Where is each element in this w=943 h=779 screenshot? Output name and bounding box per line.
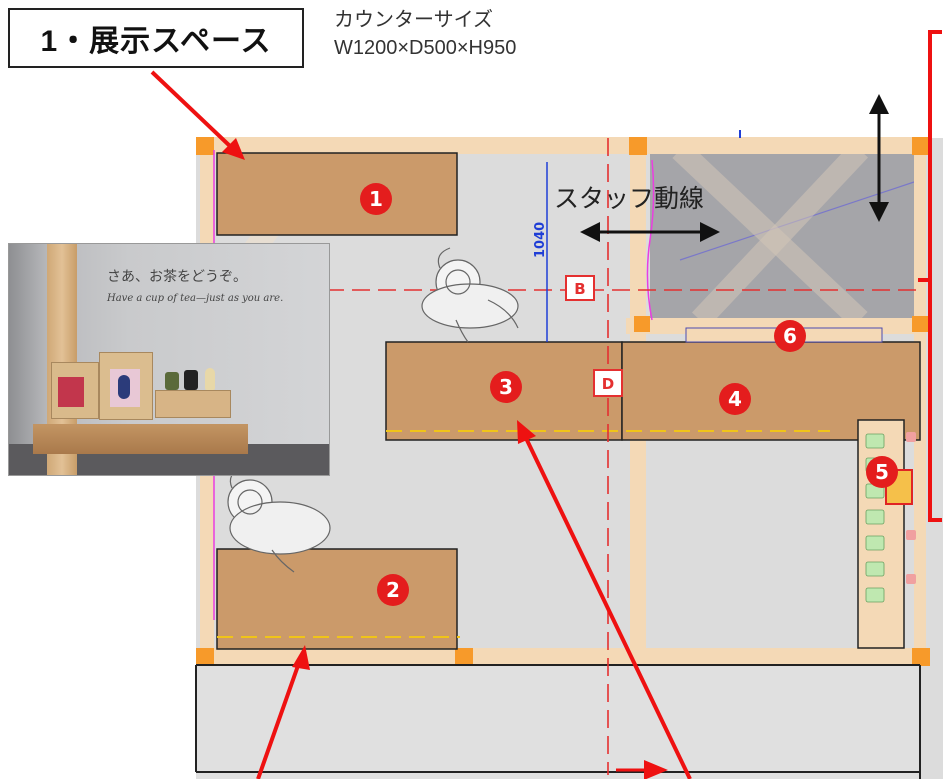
staff-flow-label: スタッフ動線	[554, 184, 704, 213]
svg-text:3: 3	[499, 375, 513, 399]
marker-1: 1	[360, 183, 392, 215]
shelf-dots	[906, 432, 916, 584]
staff-flow-arrow	[580, 222, 720, 242]
plan-lower-area	[196, 655, 921, 779]
photo-wall-text: さあ、お茶をどうぞ。 Have a cup of tea—just as you…	[107, 266, 283, 310]
marker-2: 2	[377, 574, 409, 606]
shelf-5	[857, 419, 905, 649]
beam-top	[196, 137, 924, 154]
red-arrows	[150, 70, 692, 779]
marker-4: 4	[719, 383, 751, 415]
counter-size-dimensions: W1200×D500×H950	[334, 37, 517, 59]
post-pads	[196, 137, 930, 666]
tag-b-box	[565, 275, 595, 301]
photo-tea-can-2	[184, 370, 198, 390]
edge-line-center	[646, 159, 655, 321]
marker-5: 5	[866, 456, 898, 488]
counter-1	[216, 152, 458, 236]
brace-3	[691, 142, 869, 328]
marker-6: 6	[774, 320, 806, 352]
tag-d: D	[602, 375, 614, 393]
photo-wall-text-jp: さあ、お茶をどうぞ。	[107, 269, 247, 285]
reference-photo: さあ、お茶をどうぞ。 Have a cup of tea—just as you…	[8, 243, 330, 476]
section-title: 1・展示スペース	[8, 8, 304, 68]
person-sketch-1	[421, 247, 519, 343]
svg-text:4: 4	[728, 387, 742, 411]
dimension-label: 1040	[533, 222, 548, 258]
photo-tea-box-2	[99, 352, 153, 420]
walls	[195, 664, 921, 779]
shelf-device	[885, 469, 913, 505]
counter-size-note: カウンターサイズ W1200×D500×H950	[334, 6, 516, 62]
photo-tray	[155, 390, 231, 418]
svg-text:6: 6	[783, 324, 797, 348]
vertical-arrow	[869, 94, 889, 222]
counter-size-label: カウンターサイズ	[334, 9, 493, 31]
photo-wall-text-en: Have a cup of tea—just as you are.	[107, 293, 284, 304]
photo-whisk	[205, 368, 215, 390]
counter-2	[216, 548, 458, 650]
svg-text:5: 5	[875, 460, 889, 484]
svg-text:1: 1	[369, 187, 383, 211]
beam-bottom	[196, 648, 924, 665]
photo-tea-box-1	[51, 362, 99, 419]
tag-d-box	[593, 369, 623, 397]
tag-b: B	[574, 280, 585, 298]
photo-tea-can-1	[165, 372, 179, 390]
marker-3: 3	[490, 371, 522, 403]
photo-shelf	[33, 424, 248, 454]
right-bracket	[928, 30, 942, 522]
svg-text:2: 2	[386, 578, 400, 602]
